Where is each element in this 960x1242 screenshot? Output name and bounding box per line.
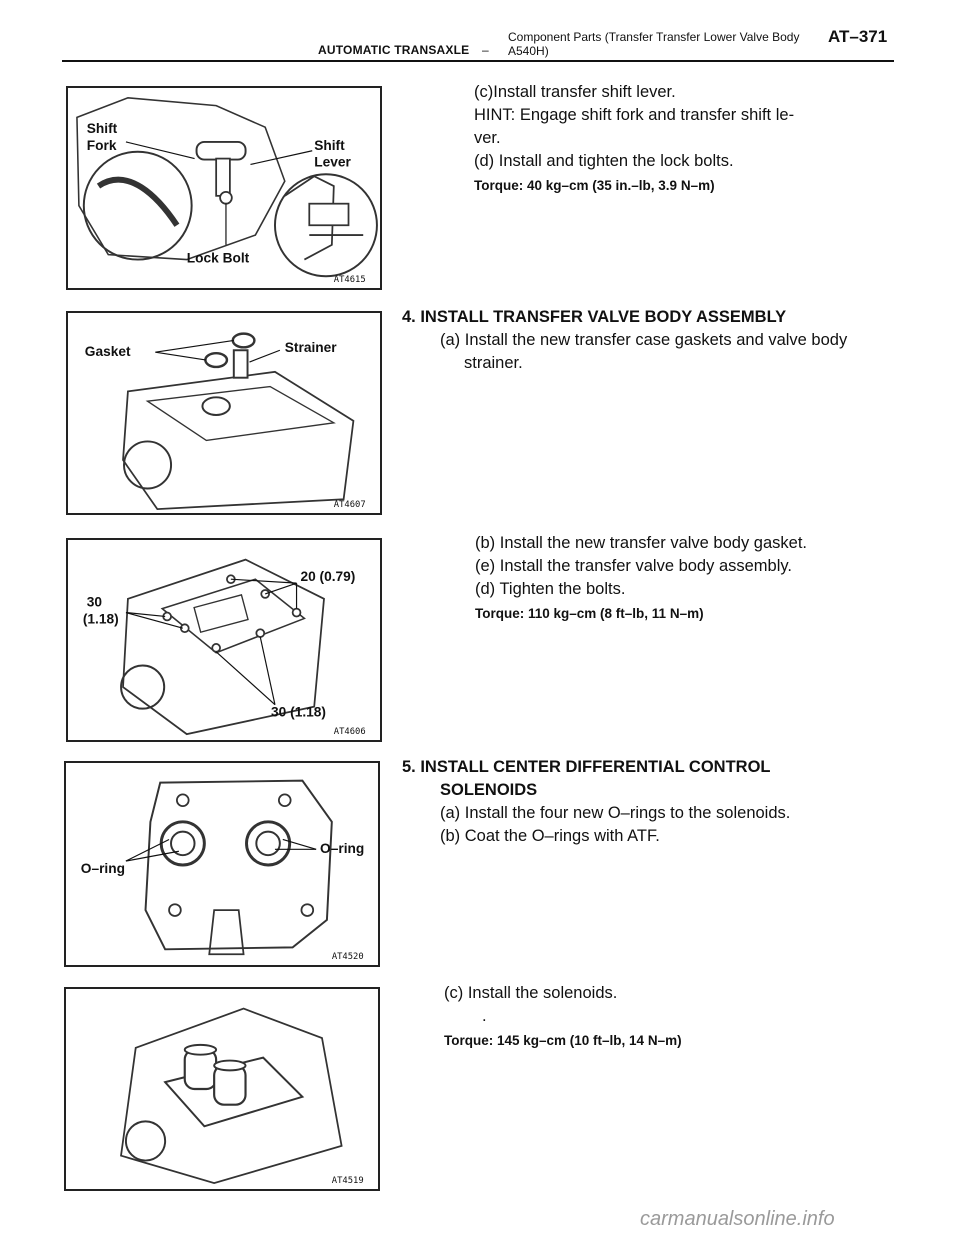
- instruction-line: (a) Install the new transfer case gasket…: [440, 331, 848, 349]
- figure-valve-body-bolts: 30 (1.18) 20 (0.79) 30 (1.18) AT4606: [66, 538, 382, 742]
- step-heading-cont: SOLENOIDS: [440, 781, 538, 799]
- figure-solenoids-drawing: AT4519: [120, 1007, 364, 1186]
- torque-spec: Torque: 145 kg–cm (10 ft–lb, 14 N–m): [444, 1033, 682, 1048]
- instruction-line: (b) Coat the O–rings with ATF.: [440, 827, 660, 845]
- step-install-shift-lever: (c)Install transfer shift lever. HINT: E…: [474, 81, 794, 196]
- header-component-line1: Component Parts (Transfer Transfer Lower…: [508, 30, 800, 44]
- instruction-line: (d) Tighten the bolts.: [475, 580, 626, 598]
- instruction-line: (c) Install the solenoids.: [444, 984, 618, 1002]
- figure-code: AT4606: [334, 727, 366, 737]
- callout-30: 30: [87, 595, 103, 610]
- step-5-install-solenoids: 5. INSTALL CENTER DIFFERENTIAL CONTROL S…: [402, 756, 790, 848]
- callout-shift-1: Shift: [87, 121, 118, 136]
- header-rule: [62, 60, 894, 62]
- page-number: AT–371: [828, 27, 888, 46]
- callout-30-1-18: 30 (1.18): [271, 704, 326, 719]
- figure-code: AT4519: [332, 1176, 364, 1186]
- callout-lever: Lever: [314, 154, 351, 169]
- instruction-line: .: [482, 1007, 487, 1025]
- callout-fork: Fork: [87, 138, 117, 153]
- callout-lock-bolt: Lock Bolt: [187, 251, 250, 266]
- figure-valve-body-bolts-drawing: 30 (1.18) 20 (0.79) 30 (1.18) AT4606: [83, 558, 366, 737]
- instruction-line: HINT: Engage shift fork and transfer shi…: [474, 106, 795, 124]
- instruction-line: (e) Install the transfer valve body asse…: [475, 557, 792, 575]
- figure-gasket-strainer: Gasket Strainer AT4607: [66, 311, 382, 515]
- figure-shift-lever-drawing: Shift Fork Shift Lever Lock Bolt AT4615: [76, 97, 378, 285]
- instruction-line: (a) Install the four new O–rings to the …: [440, 804, 791, 822]
- step-heading: 4. INSTALL TRANSFER VALVE BODY ASSEMBLY: [402, 308, 787, 326]
- header-separator: –: [482, 43, 489, 57]
- callout-20-0-79: 20 (0.79): [300, 569, 355, 584]
- torque-spec: Torque: 40 kg–cm (35 in.–lb, 3.9 N–m): [474, 178, 715, 193]
- callout-o-ring-left: O–ring: [81, 861, 125, 876]
- header-component-title: Component Parts (Transfer Transfer Lower…: [508, 30, 828, 58]
- figure-shift-lever: Shift Fork Shift Lever Lock Bolt AT4615: [66, 86, 382, 290]
- callout-shift-2: Shift: [314, 138, 345, 153]
- figure-o-rings: O–ring O–ring AT4520: [64, 761, 380, 967]
- figure-code: AT4607: [334, 500, 366, 510]
- instruction-line: strainer.: [464, 354, 523, 372]
- figure-solenoids: AT4519: [64, 987, 380, 1191]
- callout-o-ring-right: O–ring: [320, 841, 364, 856]
- callout-strainer: Strainer: [285, 340, 338, 355]
- torque-spec: Torque: 110 kg–cm (8 ft–lb, 11 N–m): [475, 606, 704, 621]
- instruction-line: (c)Install transfer shift lever.: [474, 83, 676, 101]
- instruction-line: (b) Install the new transfer valve body …: [475, 534, 807, 552]
- step-install-the-solenoids: (c) Install the solenoids. . Torque: 145…: [444, 982, 682, 1051]
- figure-gasket-strainer-drawing: Gasket Strainer AT4607: [85, 332, 366, 510]
- instruction-line: (d) Install and tighten the lock bolts.: [474, 152, 734, 170]
- header-component-line2: A540H): [508, 44, 549, 58]
- figure-code: AT4520: [332, 952, 364, 962]
- figure-o-rings-drawing: O–ring O–ring AT4520: [81, 779, 364, 962]
- watermark: carmanualsonline.info: [640, 1208, 835, 1230]
- figure-code: AT4615: [334, 275, 366, 285]
- step-heading: 5. INSTALL CENTER DIFFERENTIAL CONTROL: [402, 758, 771, 776]
- step-install-valve-body-gasket: (b) Install the new transfer valve body …: [475, 532, 807, 624]
- step-4-install-transfer-valve-body: 4. INSTALL TRANSFER VALVE BODY ASSEMBLY …: [402, 306, 847, 375]
- header-section-title: AUTOMATIC TRANSAXLE: [318, 43, 470, 57]
- callout-gasket: Gasket: [85, 344, 131, 359]
- instruction-line: ver.: [474, 129, 501, 147]
- callout-1-18: (1.18): [83, 611, 119, 626]
